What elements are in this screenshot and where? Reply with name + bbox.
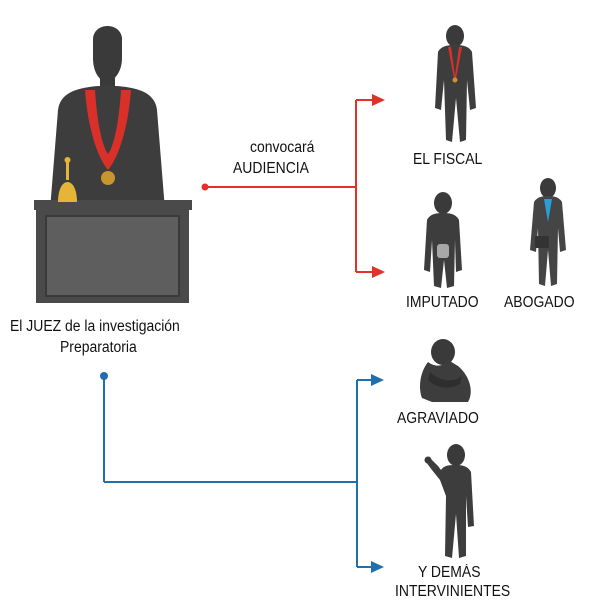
fiscal-label: EL FISCAL bbox=[413, 151, 483, 168]
judge-icon bbox=[34, 26, 192, 303]
judge-label-line1: El JUEZ de la investigación bbox=[10, 318, 180, 335]
bell-icon bbox=[58, 157, 77, 202]
intervinientes-icon bbox=[424, 444, 474, 558]
briefcase-icon bbox=[535, 236, 549, 248]
judge-label-line2: Preparatoria bbox=[60, 339, 137, 356]
judge-medal bbox=[101, 171, 115, 185]
red-connector-start-dot bbox=[201, 183, 209, 191]
bench-top bbox=[34, 200, 192, 210]
imputado-label: IMPUTADO bbox=[406, 294, 479, 311]
agraviado-label: AGRAVIADO bbox=[397, 410, 479, 427]
abogado-label: ABOGADO bbox=[504, 294, 575, 311]
audiencia-label: AUDIENCIA bbox=[233, 160, 309, 177]
arrow-to-fiscal bbox=[372, 94, 385, 106]
blue-connector bbox=[103, 376, 373, 568]
imputado-icon bbox=[424, 192, 462, 288]
arrow-to-imputado bbox=[372, 266, 385, 278]
blue-connector-start-dot bbox=[100, 372, 108, 380]
arrow-to-intervinientes bbox=[371, 561, 384, 573]
abogado-icon bbox=[530, 178, 566, 286]
intervinientes-label-line2: INTERVINIENTES bbox=[395, 583, 511, 600]
red-connector bbox=[205, 99, 374, 273]
intervinientes-label-line1: Y DEMÁS bbox=[418, 564, 481, 581]
arrow-to-agraviado bbox=[371, 374, 384, 386]
agraviado-icon bbox=[420, 339, 471, 402]
convocara-label: convocará bbox=[250, 139, 315, 156]
fiscal-icon bbox=[435, 25, 476, 142]
